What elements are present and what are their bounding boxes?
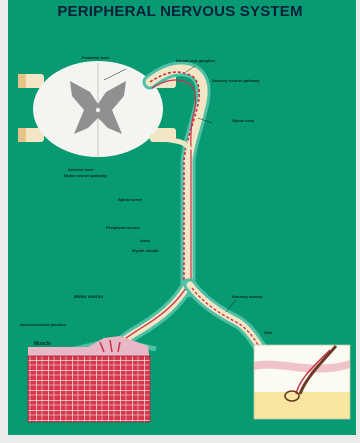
spinal-cord-section [33, 61, 163, 157]
label-motor-neuron-pathway: Motor neuron pathway [64, 173, 107, 178]
label-peripheral-nerves: Peripheral nerves [106, 225, 140, 230]
model-title: PERIPHERAL NERVOUS SYSTEM [0, 3, 360, 20]
label-spinal-cord: Spinal cord [232, 118, 254, 123]
label-motor-neuron: Motor neuron [74, 294, 103, 299]
label-myelin-sheath: Myelin sheath [132, 248, 158, 253]
label-posterior-horn: Posterior horn [82, 55, 110, 60]
label-axon: Axon [140, 238, 150, 243]
label-skin: Skin [264, 330, 272, 335]
label-spinal-nerve: Spinal nerve [118, 197, 142, 202]
label-muscle: Muscle [34, 342, 51, 347]
label-anterior-horn: Anterior horn [68, 167, 94, 172]
label-sensory-neuron: Sensory neuron [232, 294, 262, 299]
label-sensory-neuron-pathway: Sensory neuron pathway [212, 78, 260, 83]
skin-block [254, 345, 350, 419]
label-neuromuscular-junction: Neuromuscular junction [20, 322, 66, 327]
label-dorsal-root-ganglion: Dorsal root ganglion [176, 58, 215, 63]
muscle-block [28, 336, 150, 422]
